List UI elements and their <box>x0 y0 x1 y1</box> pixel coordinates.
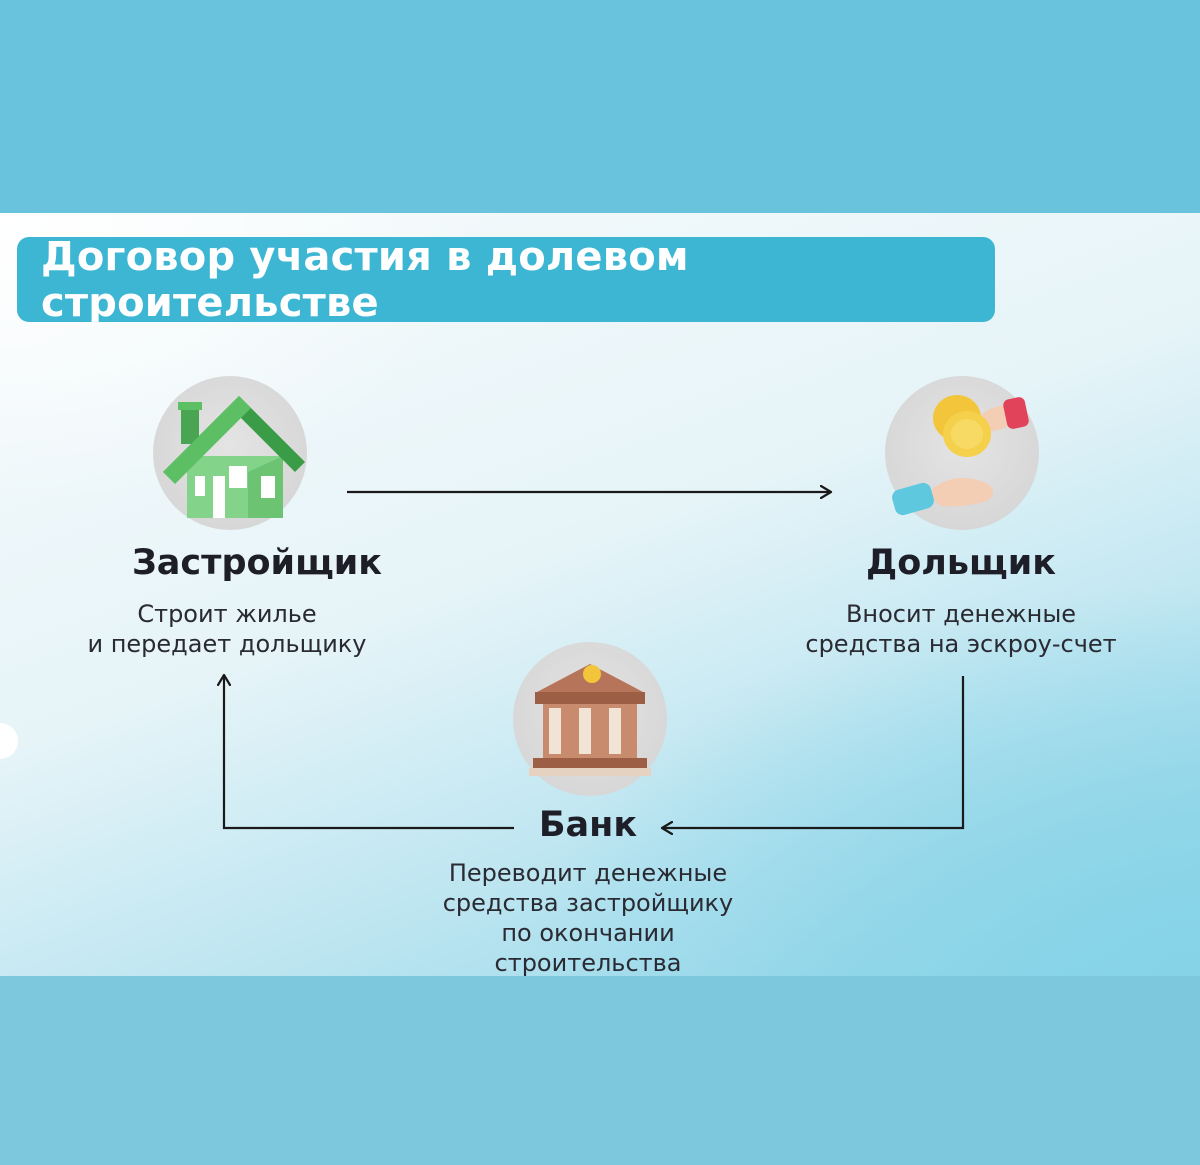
house-icon <box>163 396 305 518</box>
developer-desc-line-1: Строит жилье <box>137 600 317 628</box>
investor-title: Дольщик <box>866 543 1056 583</box>
arrow-bank-to-developer <box>224 675 514 830</box>
top-band <box>0 0 1200 213</box>
investor-icon-circle <box>885 376 1039 530</box>
bank-desc-line-3: по окончании <box>501 919 675 947</box>
developer-desc-line-2: и передает дольщику <box>87 630 367 658</box>
investor-description: Вносит денежные средства на эскроу-счет <box>773 599 1149 659</box>
bank-icon <box>529 664 651 776</box>
infographic-card: Договор участия в долевом строительстве … <box>0 213 1200 976</box>
bank-icon-circle <box>513 642 667 796</box>
investor-desc-line-2: средства на эскроу-счет <box>805 630 1117 658</box>
title-banner: Договор участия в долевом строительстве <box>17 234 995 326</box>
developer-title: Застройщик <box>131 543 383 583</box>
bank-desc-line-1: Переводит денежные <box>448 859 728 887</box>
bank-desc-line-2: средства застройщику <box>442 889 734 917</box>
coins-hands-icon <box>892 395 1029 516</box>
bottom-band <box>0 976 1200 1165</box>
bank-desc-line-4: строительства <box>494 949 682 976</box>
edge-dot-decoration <box>0 723 18 759</box>
flow-arrows <box>0 213 965 976</box>
bank-title: Банк <box>538 805 638 845</box>
developer-icon-circle <box>153 376 307 530</box>
page-title: Договор участия в долевом строительстве <box>41 233 689 326</box>
bank-description: Переводит денежные средства застройщику … <box>400 858 776 976</box>
investor-desc-line-1: Вносит денежные <box>845 600 1077 628</box>
developer-description: Строит жилье и передает дольщику <box>40 599 414 659</box>
arrow-investor-to-bank <box>662 676 965 828</box>
